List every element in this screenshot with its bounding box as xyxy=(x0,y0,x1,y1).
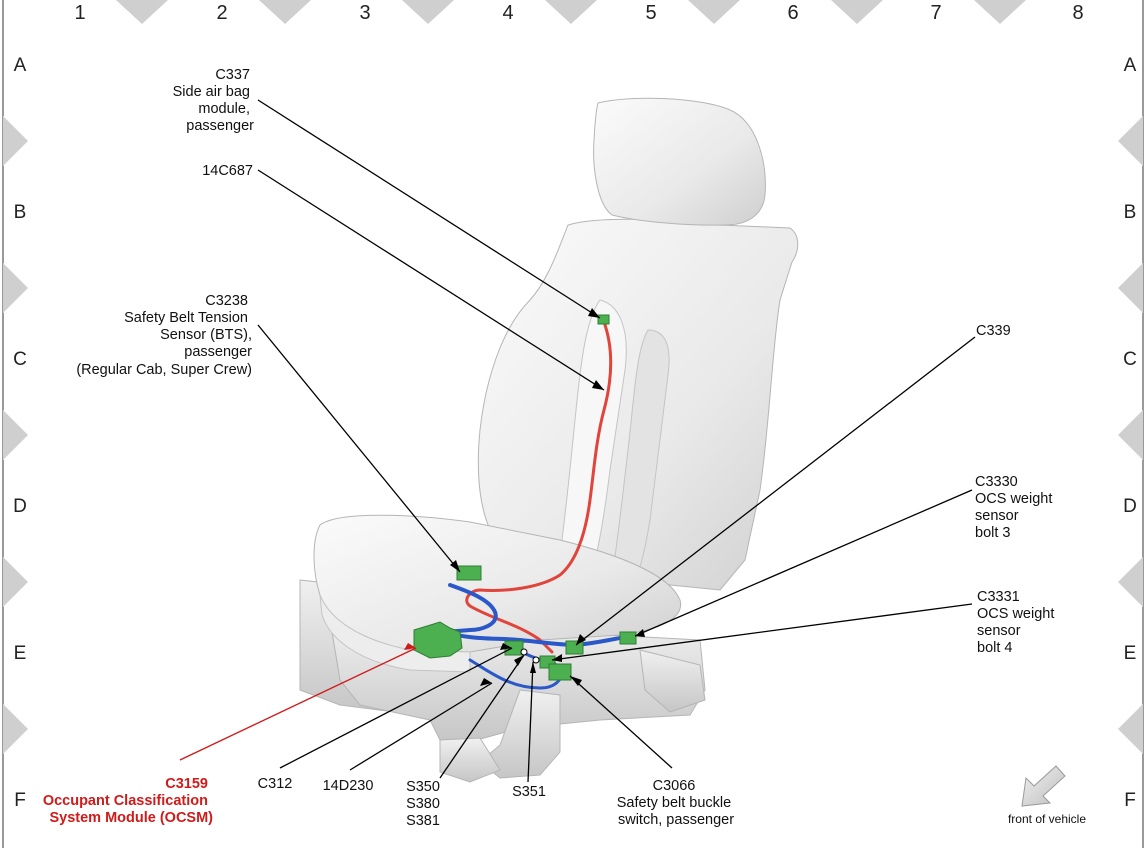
connector-c339 xyxy=(565,640,584,655)
label-c3331: C3331 OCS weight sensor bolt 4 xyxy=(977,589,1054,656)
label-c3238: C3238 Safety Belt Tension Sensor (BTS), … xyxy=(76,293,252,378)
label-c3066-line1: C3066 xyxy=(653,778,696,794)
label-c3330-line1: C3330 xyxy=(975,474,1018,490)
label-c3238-line3: Sensor (BTS), xyxy=(160,327,252,343)
grid-col-3: 3 xyxy=(359,2,370,24)
label-c3330-line2: OCS weight xyxy=(975,491,1052,507)
label-c3238-line5: (Regular Cab, Super Crew) xyxy=(76,362,252,378)
seat-illustration xyxy=(299,97,799,783)
grid-row-f-left: F xyxy=(14,790,26,811)
label-s351: S351 xyxy=(512,784,546,800)
grid-col-4: 4 xyxy=(502,2,513,24)
seat-rail-rear xyxy=(639,649,706,713)
grid-col-8: 8 xyxy=(1072,2,1083,24)
front-of-vehicle-label: front of vehicle xyxy=(1008,812,1086,826)
grid-col-7: 7 xyxy=(930,2,941,24)
grid-column-labels: 1 2 3 4 5 6 7 8 xyxy=(74,2,1083,24)
label-c3330: C3330 OCS weight sensor bolt 3 xyxy=(975,474,1052,541)
label-splice-s380: S380 xyxy=(406,796,440,812)
label-14d230: 14D230 xyxy=(323,778,374,794)
label-c3238-line2: Safety Belt Tension xyxy=(124,310,248,326)
orientation-indicator: front of vehicle xyxy=(1008,765,1086,826)
seat-rail-front xyxy=(479,689,561,779)
grid-row-b-left: B xyxy=(14,202,27,223)
connector-c3066 xyxy=(548,663,572,681)
grid-row-c-right: C xyxy=(1123,349,1137,370)
label-14c687: 14C687 xyxy=(202,163,253,179)
harness-red xyxy=(465,320,613,654)
grid-row-e-left: E xyxy=(14,643,27,664)
top-border-triangles xyxy=(116,0,1026,24)
label-c312-line1: C312 xyxy=(258,776,293,792)
grid-row-f-right: F xyxy=(1124,790,1136,811)
label-c3238-line4: passenger xyxy=(184,344,252,360)
label-c3159: C3159 Occupant Classification System Mod… xyxy=(43,776,213,826)
label-s351-line1: S351 xyxy=(512,784,546,800)
right-border-triangles xyxy=(1118,116,1143,754)
grid-row-labels-right: A B C D E F xyxy=(1123,55,1137,811)
connector-c3238 xyxy=(456,565,482,581)
label-c3066: C3066 Safety belt buckle switch, passeng… xyxy=(617,778,734,828)
splice-s350 xyxy=(520,648,528,656)
label-c337: C337 Side air bag module, passenger xyxy=(173,67,255,134)
grid-col-6: 6 xyxy=(787,2,798,24)
grid-row-a-right: A xyxy=(1124,55,1137,76)
label-c3159-line3: System Module (OCSM) xyxy=(49,810,213,826)
label-c3066-line2: Safety belt buckle xyxy=(617,795,731,811)
label-c3331-line3: sensor xyxy=(977,623,1021,639)
label-c337-line4: passenger xyxy=(186,118,254,134)
grid-col-1: 1 xyxy=(74,2,85,24)
label-c3331-line4: bolt 4 xyxy=(977,640,1012,656)
leader-arrowheads xyxy=(404,308,645,686)
connectors xyxy=(413,314,637,681)
connector-ocsm xyxy=(413,621,463,659)
headrest xyxy=(593,97,766,226)
grid-row-d-left: D xyxy=(13,496,27,517)
seat-leg-front xyxy=(439,737,501,783)
leader-lines xyxy=(179,99,976,783)
grid-col-5: 5 xyxy=(645,2,656,24)
label-c337-line1: C337 xyxy=(215,67,250,83)
label-c337-line2: Side air bag xyxy=(173,84,250,100)
label-splice-s381: S381 xyxy=(406,813,440,829)
label-c3238-line1: C3238 xyxy=(205,293,248,309)
grid-row-labels-left: A B C D E F xyxy=(13,55,27,811)
grid-row-e-right: E xyxy=(1124,643,1137,664)
connector-c337 xyxy=(597,314,610,325)
grid-row-d-right: D xyxy=(1123,496,1137,517)
arrow-icon xyxy=(1021,765,1066,807)
splice-s351 xyxy=(532,656,540,664)
label-14d230-line1: 14D230 xyxy=(323,778,374,794)
label-14c687-line1: 14C687 xyxy=(202,163,253,179)
grid-col-2: 2 xyxy=(216,2,227,24)
grid-row-c-left: C xyxy=(13,349,27,370)
label-splices: S350 S380 S381 xyxy=(406,779,440,829)
grid-row-a-left: A xyxy=(14,55,27,76)
label-c3066-line3: switch, passenger xyxy=(618,812,734,828)
label-c3331-line2: OCS weight xyxy=(977,606,1054,622)
grid-row-b-right: B xyxy=(1124,202,1137,223)
label-c339-line1: C339 xyxy=(976,323,1011,339)
label-c339: C339 xyxy=(976,323,1011,339)
label-c3159-line2: Occupant Classification xyxy=(43,793,208,809)
left-border-triangles xyxy=(3,116,28,754)
label-c3330-line3: sensor xyxy=(975,508,1019,524)
connector-c3330 xyxy=(619,631,637,645)
label-splice-s350: S350 xyxy=(406,779,440,795)
label-c337-line3: module, xyxy=(198,101,250,117)
label-c3330-line4: bolt 3 xyxy=(975,525,1010,541)
label-c3159-line1: C3159 xyxy=(165,776,208,792)
label-c3331-line1: C3331 xyxy=(977,589,1020,605)
label-c312: C312 xyxy=(258,776,293,792)
